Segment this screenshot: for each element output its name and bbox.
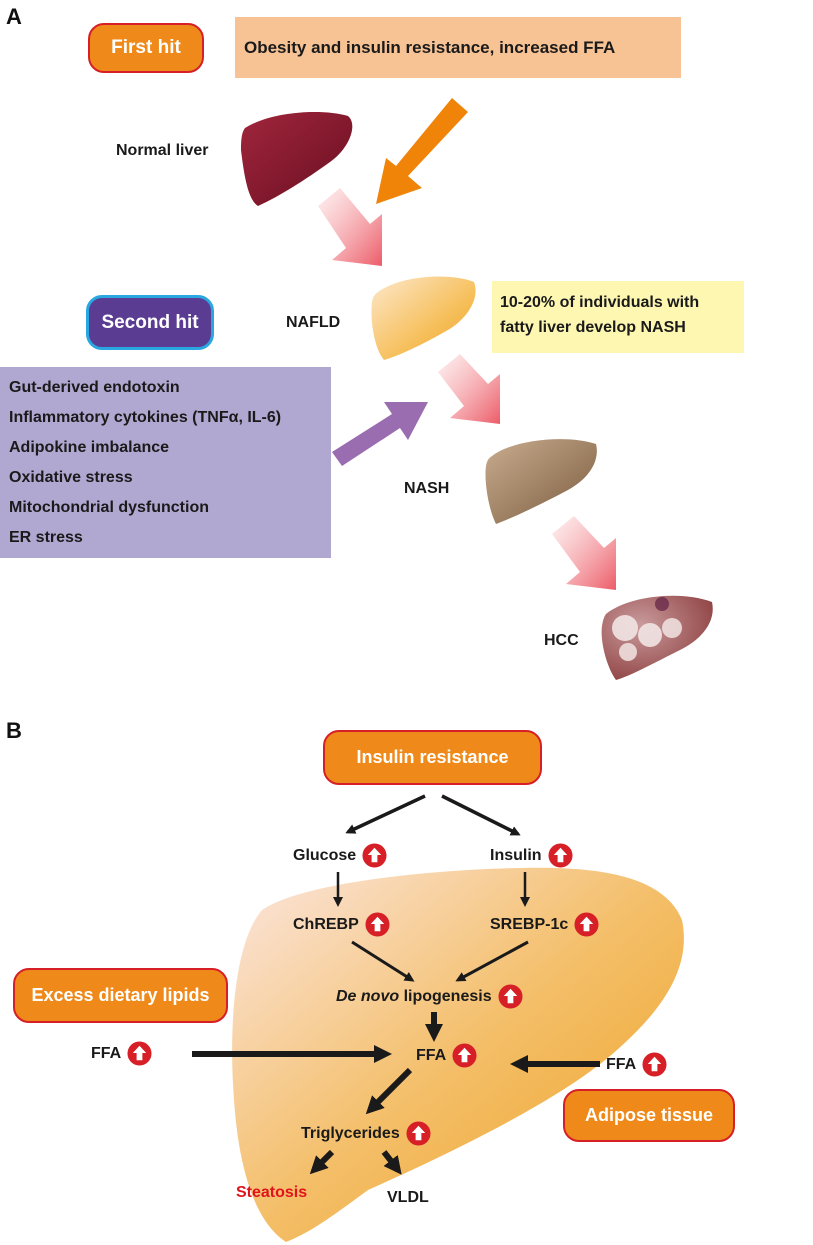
up-arrow-circle-icon (362, 843, 387, 868)
up-arrow-circle-icon (548, 843, 573, 868)
glucose-node: Glucose (293, 843, 387, 868)
second-hit-arrow (332, 402, 428, 466)
arrow-chrebp-to-dnl (351, 940, 415, 982)
arrow-ir-to-glucose (345, 794, 426, 834)
nash-note-line-2: fatty liver develop NASH (500, 319, 686, 336)
de-novo-label: De novo (336, 987, 400, 1005)
srebp-node: SREBP-1c (490, 912, 599, 937)
arrow-ir-to-insulin (441, 794, 521, 836)
up-arrow-circle-icon (365, 912, 390, 937)
first-hit-cause-text: Obesity and insulin resistance, increase… (244, 37, 616, 57)
ffa-liver-node: FFA (416, 1043, 477, 1068)
second-hit-badge: Second hit (86, 295, 214, 350)
de-novo-lipogenesis-node: De novo lipogenesis (336, 984, 523, 1009)
arrow-tg-to-vldl (381, 1150, 402, 1175)
glucose-label: Glucose (293, 846, 357, 864)
up-arrow-circle-icon (127, 1041, 152, 1066)
progression-arrow-1 (318, 188, 382, 266)
nash-liver-icon (485, 439, 597, 524)
adipose-tissue-badge: Adipose tissue (563, 1089, 735, 1142)
ffa-liver-label: FFA (416, 1046, 447, 1064)
triglycerides-label: Triglycerides (301, 1124, 400, 1142)
panel-b-label: B (6, 718, 22, 743)
cause-item: Gut-derived endotoxin (9, 379, 180, 396)
vldl-label: VLDL (387, 1189, 429, 1206)
ffa-diet-node: FFA (91, 1041, 152, 1066)
arrow-ffa-to-tg (365, 1067, 413, 1115)
panel-a-label: A (6, 4, 22, 29)
up-arrow-circle-icon (498, 984, 523, 1009)
nafld-label: NAFLD (286, 314, 341, 331)
ffa-adipose-label: FFA (606, 1055, 637, 1073)
insulin-label: Insulin (490, 846, 542, 864)
nash-label: NASH (404, 480, 450, 497)
nafld-liver-icon (371, 276, 476, 360)
first-hit-badge: First hit (88, 23, 204, 73)
progression-arrow-2 (438, 354, 500, 424)
up-arrow-circle-icon (406, 1121, 431, 1146)
second-hit-causes-box: Gut-derived endotoxin Inflammatory cytok… (0, 367, 331, 558)
nash-note-line-1: 10-20% of individuals with (500, 294, 700, 311)
up-arrow-circle-icon (574, 912, 599, 937)
srebp-label: SREBP-1c (490, 915, 569, 933)
insulin-node: Insulin (490, 843, 573, 868)
normal-liver-label: Normal liver (116, 142, 209, 159)
cause-item: Mitochondrial dysfunction (9, 499, 209, 516)
lipogenesis-label: lipogenesis (399, 987, 492, 1005)
insulin-resistance-badge: Insulin resistance (323, 730, 542, 785)
arrow-tg-to-steatosis (309, 1149, 335, 1175)
arrow-srebp-to-dnl (455, 940, 529, 982)
nash-note-box: 10-20% of individuals with fatty liver d… (492, 281, 744, 353)
ffa-diet-label: FFA (91, 1044, 122, 1062)
chrebp-node: ChREBP (293, 912, 390, 937)
first-hit-arrow (376, 98, 468, 204)
normal-liver-icon (241, 112, 353, 206)
up-arrow-circle-icon (642, 1052, 667, 1077)
chrebp-label: ChREBP (293, 915, 359, 933)
triglycerides-node: Triglycerides (301, 1121, 431, 1146)
hcc-label: HCC (544, 632, 579, 649)
ffa-adipose-node: FFA (606, 1052, 667, 1077)
cause-item: ER stress (9, 529, 83, 546)
steatosis-label: Steatosis (236, 1184, 308, 1201)
up-arrow-circle-icon (452, 1043, 477, 1068)
cause-item: Inflammatory cytokines (TNFα, IL-6) (9, 409, 282, 426)
hcc-liver-icon (601, 595, 713, 680)
cause-item: Adipokine imbalance (9, 439, 170, 456)
cause-item: Oxidative stress (9, 469, 133, 486)
excess-dietary-lipids-badge: Excess dietary lipids (13, 968, 228, 1023)
first-hit-cause-box: Obesity and insulin resistance, increase… (235, 17, 681, 78)
progression-arrow-3 (552, 516, 616, 590)
